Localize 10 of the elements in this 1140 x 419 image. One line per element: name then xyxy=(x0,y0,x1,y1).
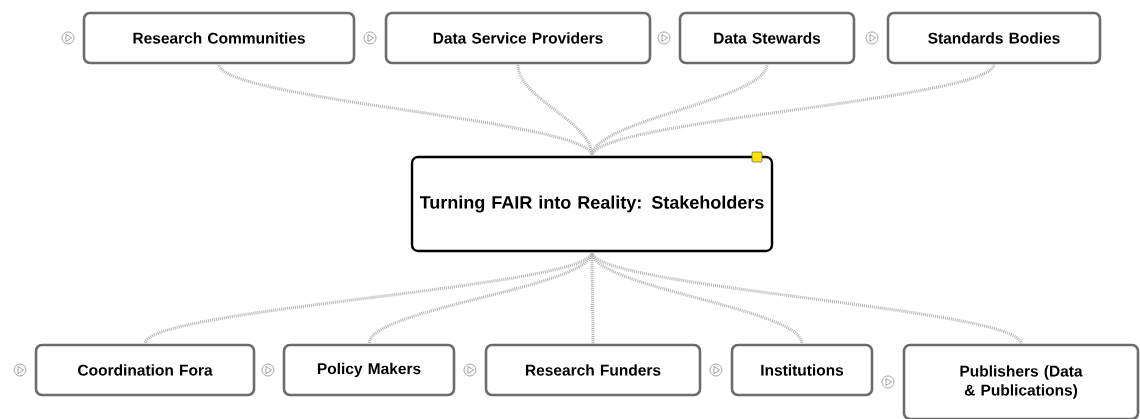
subtopic-box: Institutions xyxy=(730,343,874,397)
subtopic-box: Data Service Providers xyxy=(384,11,652,65)
subtopic-box: Research Communities xyxy=(82,11,356,65)
subtopic-box: Data Stewards xyxy=(678,11,856,65)
subtopic-box: Research Funders xyxy=(484,343,702,397)
subtopic-box: Policy Makers xyxy=(282,343,456,397)
subtopic-box: Publishers (Data & Publications) xyxy=(902,343,1140,419)
topic-box: Turning FAIR into Reality: Stakeholders xyxy=(410,155,774,253)
subtopic-box: Coordination Fora xyxy=(34,343,256,397)
subtopic-box: Standards Bodies xyxy=(886,11,1102,65)
